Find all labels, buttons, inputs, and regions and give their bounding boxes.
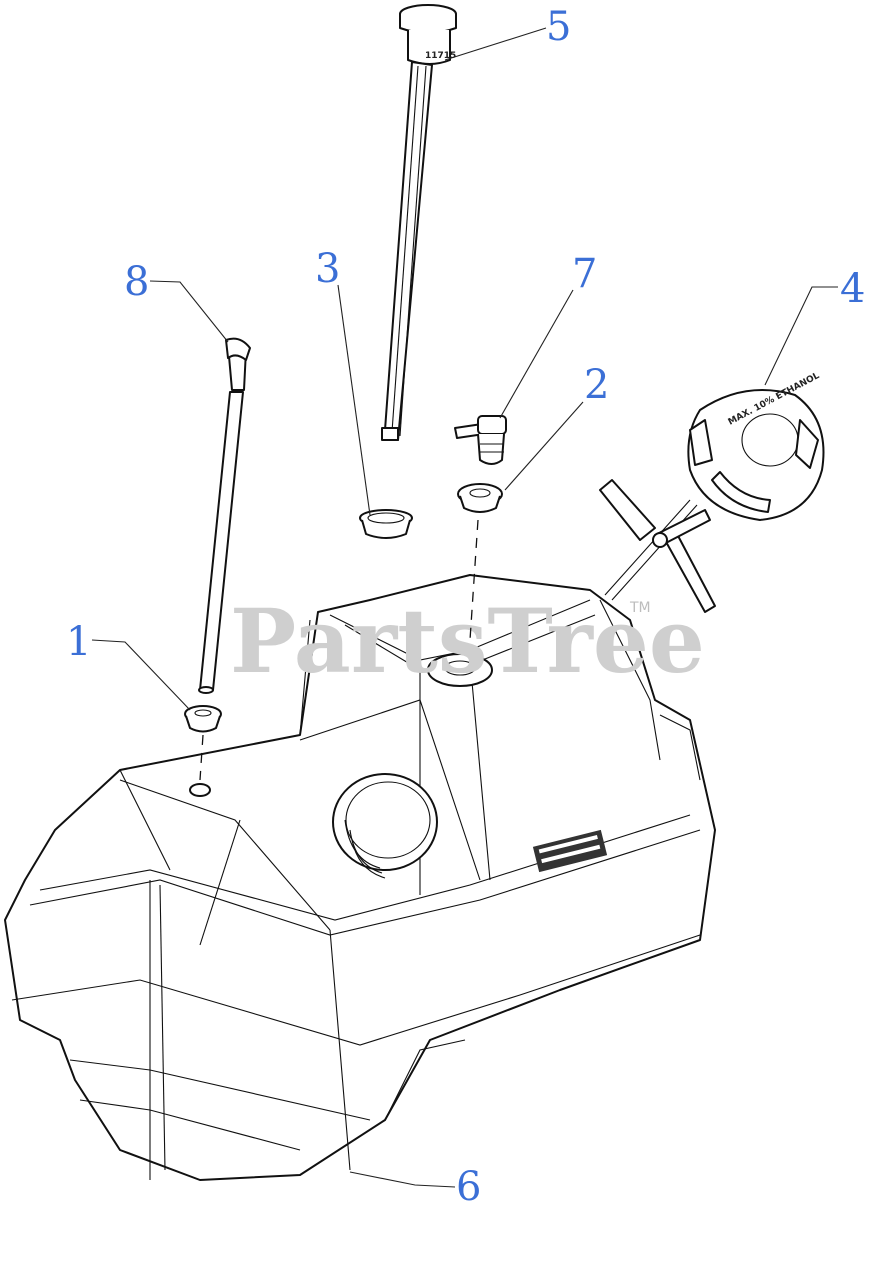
fuel-valve (454, 415, 507, 465)
callout-1: 1 (66, 619, 91, 665)
watermark-trademark: TM (629, 600, 651, 616)
grommet-upper (457, 483, 503, 513)
callout-6: 6 (456, 1164, 481, 1210)
callout-7: 7 (572, 251, 597, 297)
callout-labels: 1 2 3 4 5 6 7 8 (66, 4, 865, 1210)
vent-tube (198, 337, 251, 694)
callout-4: 4 (840, 266, 865, 312)
callout-8: 8 (124, 259, 149, 305)
watermark-text: PartsTree (230, 589, 705, 693)
fuel-tank (4, 574, 716, 1181)
callout-2: 2 (584, 362, 609, 408)
grommet-lower (184, 705, 222, 733)
fuel-cap: MAX. 10% ETHANOL (599, 371, 825, 613)
callout-5: 5 (546, 4, 571, 50)
callout-3: 3 (315, 246, 340, 292)
leader-lines (91, 27, 838, 1188)
gasket-ring (359, 509, 413, 539)
sender-code-text: 11715 (425, 51, 456, 61)
fuel-sender: 11715 (381, 4, 457, 441)
